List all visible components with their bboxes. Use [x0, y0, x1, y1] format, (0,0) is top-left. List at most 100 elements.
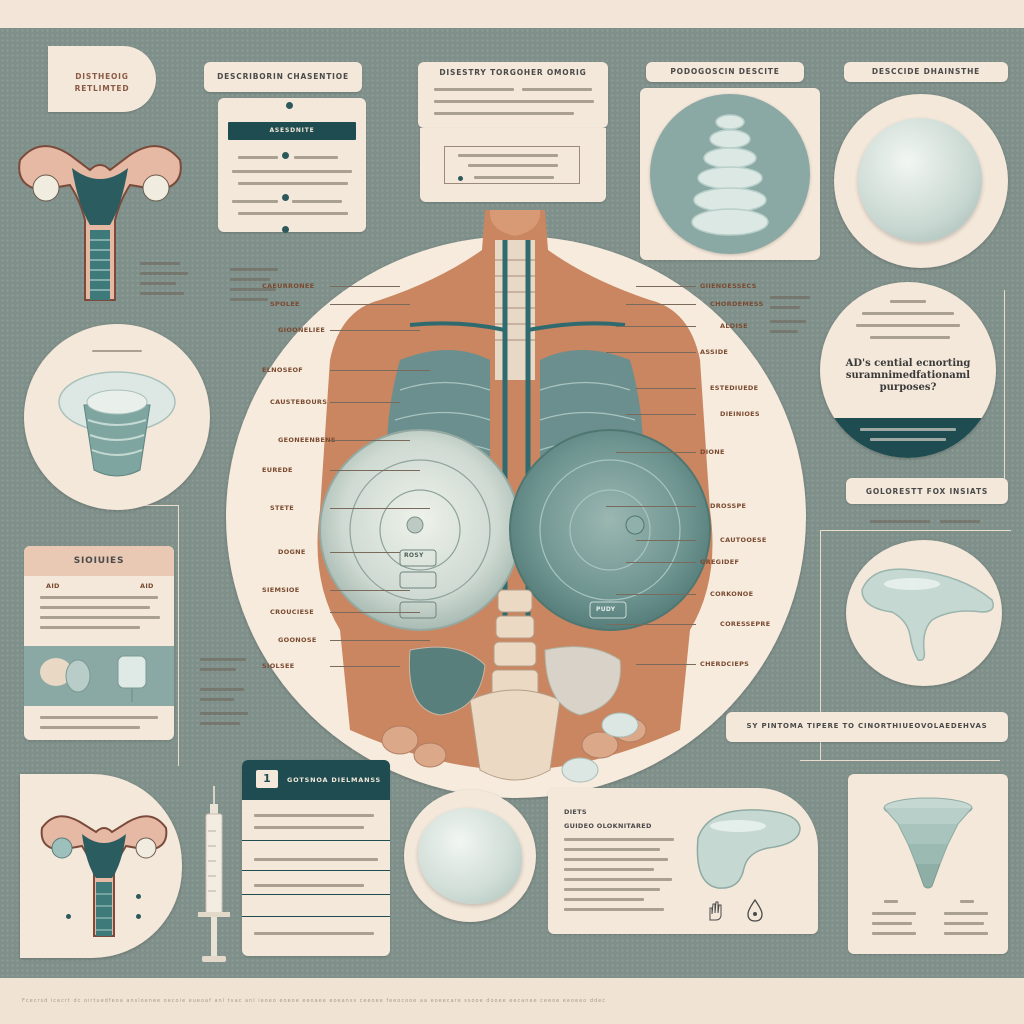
- anatomy-label-right: GREGIDEF: [700, 558, 740, 566]
- implant-label-right: PUDY: [596, 606, 616, 613]
- cone-device-icon: [883, 797, 973, 889]
- anatomy-label-left: SIOLSEE: [262, 662, 295, 670]
- hand-icon: [709, 901, 722, 921]
- right-mid-label: GOLORESTT FOX INSIATS: [846, 478, 1008, 504]
- anatomy-label-right: CORESSEPRE: [720, 620, 771, 628]
- anatomy-label-left: GOONOSE: [278, 636, 317, 644]
- question-headline: AD's cential ecnorting suramnimedfationa…: [845, 358, 971, 393]
- anatomy-label-left: EUREDE: [262, 466, 293, 474]
- spiral-device-icon: [691, 114, 769, 236]
- anatomy-label-left: STETE: [270, 504, 294, 512]
- anatomy-label-left: SPOLEE: [270, 300, 300, 308]
- checklist-title: GOTSNOA DIELMANSS: [286, 776, 382, 784]
- badge-line-1: DISTHEOIG: [75, 72, 129, 81]
- leader-line: [626, 304, 696, 305]
- anatomy-label-left: SIEMSIOE: [262, 586, 300, 594]
- anatomy-label-left: CROUCIESE: [270, 608, 315, 616]
- leader-line: [636, 388, 696, 389]
- connector-line: [800, 760, 1000, 801]
- leader-line: [636, 664, 696, 665]
- spiral-circle: [650, 94, 810, 254]
- anatomy-label-right: ALDISE: [720, 322, 748, 330]
- leader-line: [626, 414, 696, 415]
- anatomy-label-right: CHERDCIEPS: [700, 660, 750, 668]
- leader-line: [626, 562, 696, 563]
- leader-line: [330, 666, 400, 667]
- syringe-icon: [198, 786, 230, 962]
- leader-line: [330, 552, 400, 553]
- info-card-bar: ASESDNITE: [228, 122, 356, 140]
- connector-line: [820, 530, 1011, 761]
- anatomy-label-right: DROSSPE: [710, 502, 747, 510]
- leader-line: [616, 452, 696, 453]
- right-banner: SY PINTOMA TIPERE TO CINORTHIUEOVOLAEDEH…: [726, 712, 1008, 742]
- leader-line: [330, 370, 430, 371]
- anatomy-label-left: CAUSTEBOURS: [270, 398, 328, 406]
- drop-icon: [747, 898, 763, 922]
- footer-text: Fcecrsd icecrt dc oirtuedfeoa ansloenee …: [22, 998, 606, 1004]
- top-left-badge: DISTHEOIG RETLIMTED: [48, 46, 156, 112]
- anatomy-label-left: GEONEENBENS: [278, 436, 336, 444]
- anatomy-label-right: ESTEDIUEDE: [710, 384, 759, 392]
- question-card: AD's cential ecnorting suramnimedfationa…: [820, 282, 996, 458]
- top-center-title: DISESTRY TORGOHER OMORIG: [439, 68, 587, 77]
- leader-line: [330, 590, 410, 591]
- leader-line: [606, 624, 696, 625]
- footer: [0, 978, 1024, 1024]
- right-banner-text: SY PINTOMA TIPERE TO CINORTHIUEOVOLAEDEH…: [746, 722, 988, 730]
- dome-circle: [834, 94, 1008, 268]
- leader-line: [330, 286, 400, 287]
- top-center-card: DISESTRY TORGOHER OMORIG: [418, 62, 608, 128]
- leader-line: [616, 326, 696, 327]
- droplet-circle: [846, 540, 1002, 686]
- gel-pad-icon: [696, 809, 801, 889]
- leader-line: [330, 612, 420, 613]
- leader-line: [330, 508, 430, 509]
- organ-illustration: [40, 655, 147, 702]
- anatomy-label-right: CORKONOE: [710, 590, 754, 598]
- right-top-card: DESCCIDE DHAINSTHE: [844, 62, 1008, 82]
- leader-line: [330, 402, 400, 403]
- info-card-body: ASESDNITE: [218, 98, 366, 233]
- connector-line: [1004, 290, 1006, 480]
- leader-line: [606, 506, 696, 507]
- checklist-card: 1 GOTSNOA DIELMANSS: [242, 760, 390, 956]
- leader-line: [330, 440, 410, 441]
- product-card: DIETS GUIDEO OLOKNITARED: [548, 788, 818, 934]
- anatomy-label-right: CAUTOOESE: [720, 536, 767, 544]
- leader-line: [330, 330, 420, 331]
- leader-line: [330, 304, 410, 305]
- gel-egg-circle: [404, 790, 536, 922]
- top-center-subcard: [420, 128, 606, 202]
- left-list-title: SIOIUIES: [73, 556, 125, 566]
- anatomy-label-right: DIONE: [700, 448, 725, 456]
- left-list-tag-right: AID: [140, 582, 154, 590]
- gel-droplet-icon: [861, 568, 994, 662]
- anatomy-label-right: DIEINIOES: [720, 410, 760, 418]
- info-card: DESCRIBORIN CHASENTIOE: [204, 62, 362, 92]
- cone-card: [848, 774, 1008, 954]
- product-card-title: GUIDEO OLOKNITARED: [564, 822, 652, 830]
- anatomy-label-left: CAEURRONEE: [262, 282, 315, 290]
- checklist-number: 1: [256, 770, 278, 788]
- left-list-tag-left: AID: [46, 582, 60, 590]
- info-card-title: DESCRIBORIN CHASENTIOE: [217, 72, 349, 81]
- anatomy-label-right: CHORDEMESS: [710, 300, 764, 308]
- leader-line: [616, 594, 696, 595]
- spiral-card-title: PODOGOSCIN DESCITE: [670, 67, 780, 76]
- cup-device-circle: [24, 324, 210, 510]
- implant-label-left: ROSY: [404, 552, 424, 559]
- leader-line: [330, 470, 420, 471]
- leader-line: [636, 286, 696, 287]
- spiral-card: PODOGOSCIN DESCITE: [646, 62, 804, 82]
- uterus-circle-bottom: [20, 774, 182, 958]
- right-mid-label-text: GOLORESTT FOX INSIATS: [865, 487, 989, 496]
- leader-line: [330, 640, 430, 641]
- anatomy-label-left: DOGNE: [278, 548, 306, 556]
- anatomy-label-left: ELNOSEOF: [262, 366, 304, 374]
- right-top-title: DESCCIDE DHAINSTHE: [871, 67, 981, 76]
- product-card-tag: DIETS: [564, 808, 587, 816]
- connector-line: [118, 505, 179, 766]
- left-list-card: SIOIUIES AID AID: [24, 546, 174, 740]
- leader-line: [606, 352, 696, 353]
